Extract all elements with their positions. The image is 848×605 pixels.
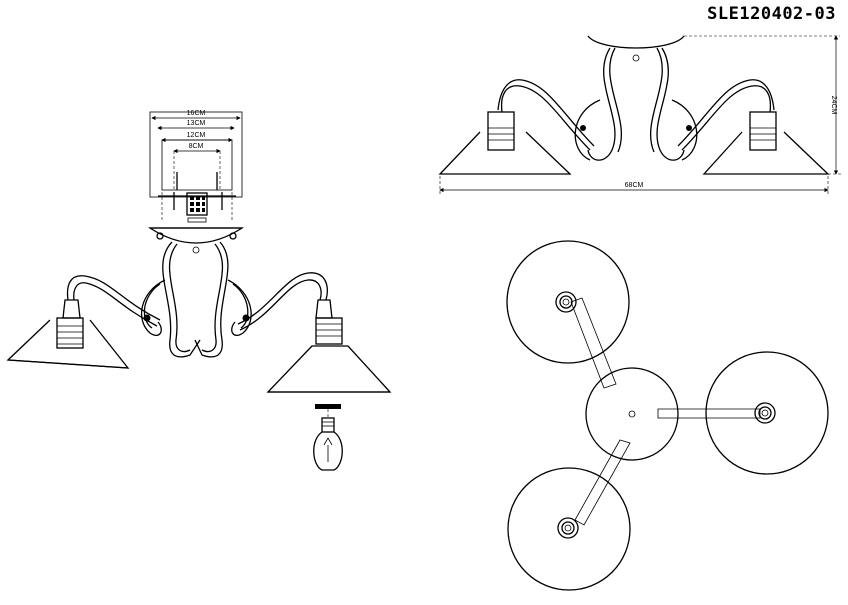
bulb-icon bbox=[313, 404, 343, 471]
dim-68cm: 68CM bbox=[625, 182, 644, 189]
dim-24cm: 24CM bbox=[830, 96, 837, 115]
socket-icon bbox=[555, 291, 776, 539]
dim-13cm: 13CM bbox=[187, 120, 206, 127]
top-shade-2 bbox=[705, 351, 829, 475]
top-canopy bbox=[585, 367, 679, 461]
arm-frame bbox=[66, 241, 328, 358]
left-shade bbox=[6, 299, 130, 369]
dim-16cm: 16CM bbox=[187, 110, 206, 117]
top-shade-1 bbox=[506, 240, 630, 364]
dim-8cm: 8CM bbox=[189, 143, 204, 150]
product-code: SLE120402-03 bbox=[707, 4, 836, 24]
right-shade bbox=[266, 299, 392, 471]
side-view: 24CM 68CM bbox=[438, 35, 842, 196]
front-view: 16CM 13CM 12CM 8CM bbox=[6, 110, 392, 471]
terminal-block-icon bbox=[186, 192, 208, 223]
screw-icon bbox=[161, 172, 233, 222]
top-view bbox=[506, 240, 829, 591]
canopy bbox=[147, 227, 245, 254]
dim-12cm: 12CM bbox=[187, 132, 206, 139]
top-shade-3 bbox=[507, 467, 631, 591]
mounting-plate-detail: 16CM 13CM 12CM 8CM bbox=[149, 110, 243, 223]
